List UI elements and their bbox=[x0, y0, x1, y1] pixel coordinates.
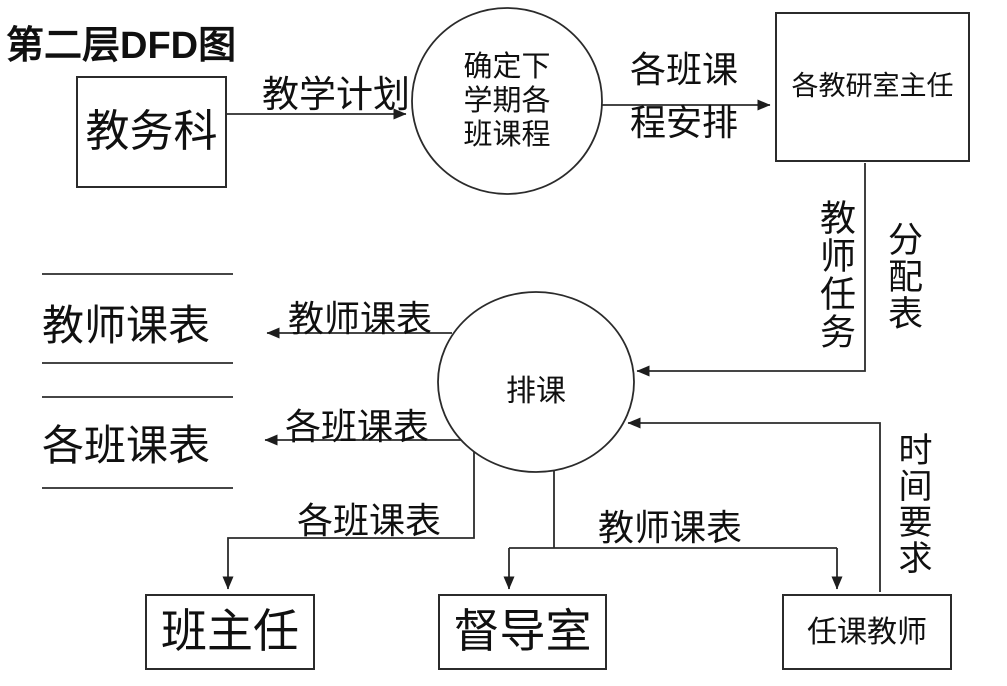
process-determine-courses-label: 确定下 学期各 班课程 bbox=[463, 51, 551, 151]
flow-time-requirement-label: 时间要求 bbox=[893, 432, 930, 576]
entity-jiaowuke-label: 教务科 bbox=[85, 106, 218, 156]
entity-dudaoshi-box: 督导室 bbox=[438, 594, 607, 670]
flow-time-requirement-arrow bbox=[627, 417, 881, 592]
process-scheduling-label: 排课 bbox=[506, 375, 566, 408]
entity-dudaoshi-label: 督导室 bbox=[453, 605, 592, 657]
flow-class-table-to-banzhuren-label: 各班课表 bbox=[297, 501, 442, 541]
flow-teacher-task-table-arrow bbox=[636, 163, 866, 377]
entity-jiaoyanshi-box: 各教研室主任 bbox=[775, 12, 970, 162]
entity-banzhuren-box: 班主任 bbox=[145, 594, 315, 670]
flow-class-table-to-store-label: 各班课表 bbox=[285, 407, 430, 447]
flow-class-course-arrangement-label: 各班课 程安排 bbox=[629, 50, 738, 143]
store-teacher-table-label: 教师课表 bbox=[42, 304, 211, 350]
flow-class-table-to-banzhuren-arrow bbox=[222, 452, 475, 590]
entity-jiaowuke-box: 教务科 bbox=[76, 76, 227, 188]
page-title: 第二层DFD图 bbox=[6, 25, 237, 67]
flow-teaching-plan-label: 教学计划 bbox=[262, 75, 410, 116]
entity-jiaoyanshi-label: 各教研室主任 bbox=[791, 71, 954, 102]
entity-banzhuren-label: 班主任 bbox=[161, 605, 299, 657]
flow-teacher-task-label-col2: 分配表 bbox=[883, 221, 922, 332]
process-determine-courses-circle bbox=[411, 7, 603, 195]
flow-teacher-table-to-store-label: 教师课表 bbox=[288, 299, 433, 339]
flow-teacher-table-to-dudao-label: 教师课表 bbox=[598, 508, 743, 548]
entity-renke-label: 任课教师 bbox=[807, 615, 927, 649]
process-scheduling-circle bbox=[437, 291, 635, 473]
store-class-table-label: 各班课表 bbox=[42, 424, 211, 470]
entity-renke-box: 任课教师 bbox=[782, 594, 952, 670]
flow-teacher-task-label-col1: 教师任务 bbox=[815, 199, 855, 351]
